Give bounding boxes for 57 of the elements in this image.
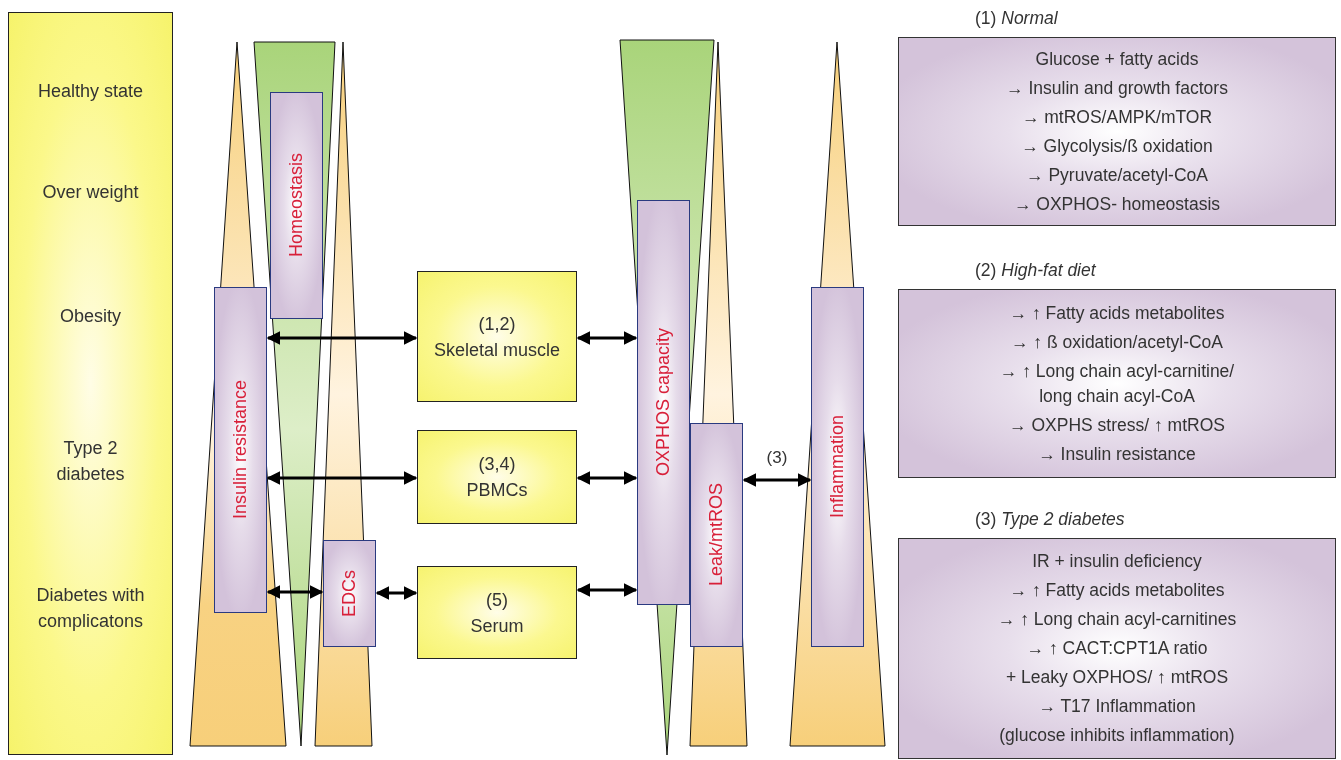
double-arrow [742, 473, 812, 487]
text-line: → OXPHOS- homeostasis [1013, 192, 1221, 216]
text-line: → ↑ Fatty acids metabolites [1009, 579, 1225, 602]
box-heading: (2) High-fat diet [975, 260, 1096, 281]
box-label: OXPHOS capacity [653, 328, 674, 477]
box-label: Serum [470, 614, 524, 638]
edge-label: (3) [764, 448, 790, 468]
text-line: → Insulin resistance [1038, 442, 1196, 466]
box-label: (5) [486, 588, 508, 612]
text-line: → ↑ ß oxidation/acetyl-CoA [1011, 330, 1223, 354]
sample-box [417, 566, 577, 659]
text-line: → Pyruvate/acetyl-CoA [1026, 163, 1208, 187]
box-heading: (1) Normal [975, 8, 1058, 29]
text-line: → ↑ Long chain acyl-carnitines [997, 608, 1237, 631]
stage-label: Type 2 diabetes [55, 437, 126, 486]
stage-label: Over weight [41, 181, 140, 204]
text-line: → Insulin and growth factors [1006, 76, 1228, 100]
vertical-box [690, 423, 743, 647]
vertical-box [270, 92, 323, 319]
sample-box [417, 271, 577, 402]
double-arrow [266, 331, 418, 345]
box-label: (1,2) [478, 312, 516, 336]
box-label: PBMCs [466, 479, 528, 502]
box-label: EDCs [339, 570, 360, 617]
vertical-box [323, 540, 376, 647]
stage-label: Obesity [59, 305, 122, 328]
box-label: (3,4) [478, 453, 516, 476]
double-arrow [375, 586, 418, 600]
text-line: Glucose + fatty acids [1035, 47, 1199, 71]
box-heading: (3) Type 2 diabetes [975, 509, 1125, 530]
text-line: IR + insulin deficiency [1032, 550, 1202, 573]
text-line: → OXPHS stress/ ↑ mtROS [1009, 413, 1225, 437]
stage-label: Diabetes with complicatons [35, 584, 146, 633]
double-arrow [576, 583, 638, 597]
text-line: (glucose inhibits inflammation) [999, 724, 1235, 747]
double-arrow [576, 471, 638, 485]
sample-box [417, 430, 577, 524]
vertical-box [214, 287, 267, 613]
box-label: Insulin resistance [230, 380, 251, 520]
double-arrow [266, 585, 324, 599]
vertical-box [637, 200, 690, 605]
box-label: Inflammation [827, 415, 848, 519]
double-arrow [266, 471, 418, 485]
double-arrow [576, 331, 638, 345]
box-label: Homeostasis [286, 153, 307, 258]
stage-panel [8, 12, 173, 755]
vertical-box [811, 287, 864, 647]
text-line: + Leaky OXPHOS/ ↑ mtROS [1005, 666, 1229, 689]
text-line: → ↑ Long chain acyl-carnitine/ long chain acyl-CoA [998, 359, 1236, 408]
box-label: Skeletal muscle [433, 338, 561, 362]
stage-label: Healthy state [36, 80, 145, 103]
text-line: → ↑ CACT:CPT1A ratio [1026, 637, 1208, 660]
box-label: Leak/mtROS [706, 483, 727, 587]
text-line: → ↑ Fatty acids metabolites [1009, 301, 1225, 325]
text-line: → mtROS/AMPK/mTOR [1021, 105, 1213, 129]
text-line: → Glycolysis/ß oxidation [1021, 134, 1213, 158]
text-line: → T17 Inflammation [1038, 695, 1196, 718]
